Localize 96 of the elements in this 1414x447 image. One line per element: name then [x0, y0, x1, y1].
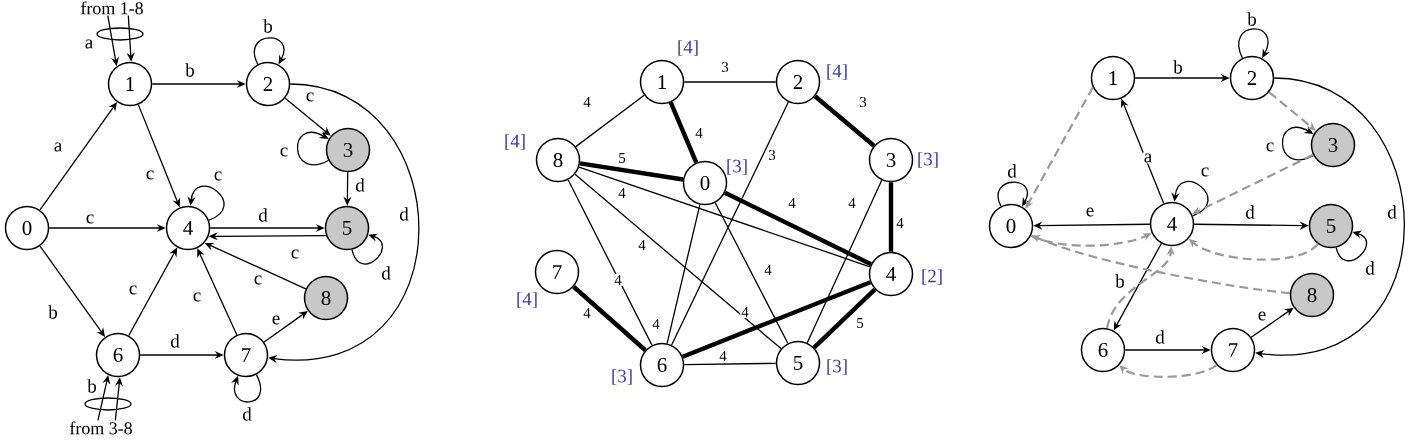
edge-line	[683, 81, 777, 83]
dashed-arrow	[1192, 153, 1314, 215]
edge-label: 4	[718, 350, 728, 362]
source-label: from 3-8	[69, 421, 132, 435]
dashed-arrow	[1268, 91, 1316, 131]
loop-arrow	[1238, 28, 1271, 59]
edge-line	[579, 161, 684, 182]
edge-line	[666, 204, 701, 344]
edge-label: d	[1244, 204, 1256, 220]
edge-label: 4	[582, 307, 592, 319]
edge-line	[724, 190, 872, 267]
edge-label: e	[270, 314, 282, 326]
node-annotation: [4]	[517, 292, 537, 308]
edge-line	[567, 179, 653, 346]
edge-line	[806, 179, 883, 344]
edge-label: d	[354, 177, 366, 193]
edge-label: d	[1364, 260, 1376, 276]
arrow	[1250, 307, 1294, 338]
edge-label: 4	[847, 197, 857, 209]
edge-label: d	[1386, 204, 1398, 220]
edge-label: c	[252, 274, 264, 286]
node-annotation: [3]	[727, 159, 747, 175]
node-annotation: [4]	[505, 134, 525, 150]
edge-line	[671, 101, 789, 346]
dashed-curved-arrow	[1119, 364, 1218, 378]
edge-line	[578, 166, 871, 268]
node-annotation: [3]	[827, 359, 847, 375]
edge-label: a	[83, 38, 95, 50]
edge-label: 4	[763, 264, 773, 276]
node-annotation: [4]	[827, 64, 847, 80]
node-annotation: [3]	[612, 369, 632, 385]
edge-label: 4	[787, 197, 797, 209]
loop-arrow	[1281, 126, 1314, 161]
edge-label: 4	[740, 306, 750, 318]
node-annotation: [2]	[922, 269, 942, 285]
loop-arrow	[296, 130, 330, 166]
edge-line	[813, 94, 876, 148]
edge-label: a	[52, 141, 64, 153]
edge-label: b	[262, 18, 274, 34]
edge-label: b	[1246, 11, 1258, 27]
edge-line	[572, 285, 647, 352]
edge-label: 4	[895, 217, 905, 229]
edge-label: d	[1154, 329, 1166, 345]
edge-line	[681, 280, 872, 359]
edge-line	[575, 94, 645, 148]
node-annotation: [3]	[918, 152, 938, 168]
edge-label: 4	[613, 274, 623, 286]
edge-line	[714, 202, 789, 344]
source-label: from 1-8	[80, 1, 143, 15]
edge-label: 4	[637, 239, 647, 251]
loop-arrow	[1335, 230, 1368, 262]
edge-line	[812, 287, 877, 350]
edge-line	[888, 182, 894, 252]
edge-label: c	[304, 91, 316, 103]
edge-label: 3	[858, 95, 868, 108]
edge-label: c	[1264, 141, 1276, 153]
edge-label: 5	[617, 152, 627, 164]
edge-line	[683, 362, 777, 366]
edge-label: c	[1199, 166, 1211, 178]
loop-arrow	[253, 37, 287, 65]
edge-label: c	[278, 146, 290, 158]
arrow	[284, 97, 331, 136]
edge-label: b	[1172, 59, 1184, 75]
edge-label: d	[169, 333, 181, 349]
edge-line	[574, 173, 782, 350]
loop-arrow	[231, 374, 262, 403]
edge-label: 4	[582, 96, 592, 108]
edge-label: c	[289, 248, 301, 260]
edge-label: d	[257, 207, 269, 223]
edge-label: e	[1256, 310, 1268, 322]
edge-label: d	[241, 406, 253, 422]
edge-label: c	[191, 291, 203, 303]
edge-label: 4	[651, 318, 661, 330]
edge-line	[668, 101, 699, 164]
edge-label: b	[47, 304, 59, 320]
edge-label: d	[380, 265, 392, 281]
edge-label: c	[212, 170, 224, 182]
edge-label: d	[1006, 163, 1018, 179]
edge-label: 4	[694, 127, 704, 139]
loop-arrow	[351, 233, 384, 265]
edge-label: b	[86, 378, 98, 394]
edge-label: 3	[767, 148, 777, 161]
loop-arrow	[997, 181, 1031, 207]
edge-label: 3	[720, 60, 730, 73]
edge-label: 4	[617, 187, 627, 199]
edge-label: d	[398, 206, 410, 222]
dashed-arrow	[1025, 86, 1094, 209]
edge-label: c	[84, 213, 96, 225]
edge-label: c	[127, 284, 139, 296]
edge-label: c	[144, 169, 156, 181]
edge-label: a	[1142, 152, 1154, 164]
edge-label: 5	[855, 317, 865, 329]
edge-label: b	[184, 62, 196, 78]
node-annotation: [4]	[678, 40, 698, 56]
edge-label: e	[1084, 206, 1096, 218]
edge-label: b	[1114, 273, 1126, 289]
